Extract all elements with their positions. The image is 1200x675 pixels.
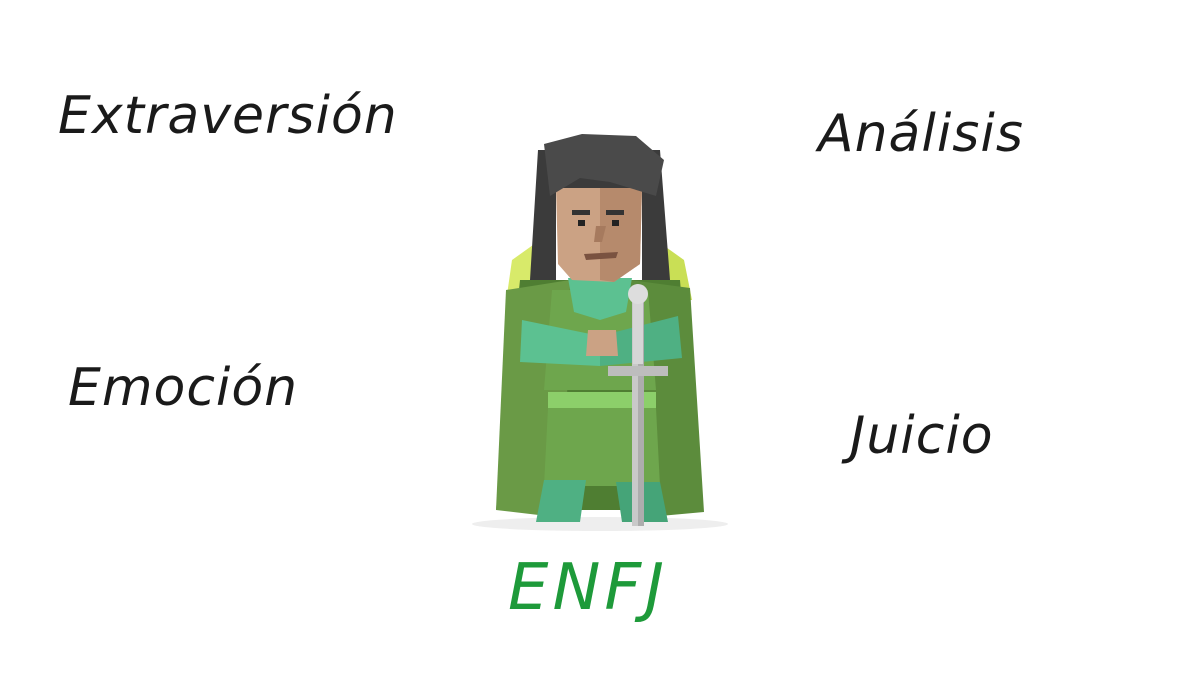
trait-extraversion: Extraversión — [58, 86, 398, 146]
personality-type-code: ENFJ — [508, 551, 668, 625]
trait-emocion: Emoción — [68, 358, 299, 418]
trait-juicio: Juicio — [850, 406, 994, 466]
protagonist-knight-icon — [460, 130, 740, 540]
trait-analisis: Análisis — [818, 104, 1024, 164]
